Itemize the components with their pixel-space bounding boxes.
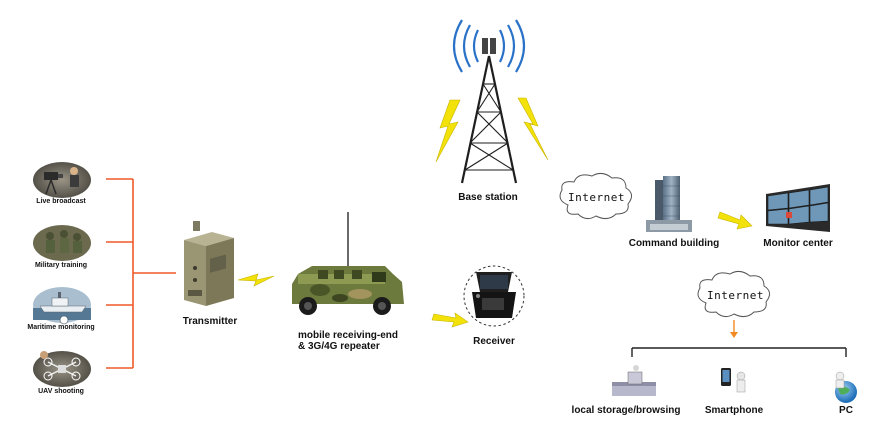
smartphone-device [721, 368, 746, 393]
cloud-upper [559, 172, 632, 220]
label-vehicle: mobile receiving-end& 3G/4G repeater [298, 330, 399, 352]
label-receiver: Receiver [473, 336, 515, 347]
source-military-training [33, 225, 91, 261]
distribution-bracket [631, 320, 847, 357]
ship-icon [39, 305, 87, 313]
label-maritime-monitoring: Maritime monitoring [27, 324, 95, 331]
signal-waves-icon [452, 19, 526, 73]
receiver-device [463, 265, 525, 327]
label-monitor-center: Monitor center [763, 238, 833, 249]
local-storage-device [612, 365, 656, 396]
bolt-icon [517, 97, 549, 161]
camera-icon [44, 172, 58, 180]
flow-arrows [431, 211, 753, 328]
base-station-tower [452, 19, 526, 184]
command-building [646, 176, 692, 232]
label-military-training: Military training [34, 262, 88, 269]
cloud-upper-label: Internet [568, 191, 625, 204]
source-maritime-monitoring [33, 287, 91, 325]
cloud-lower-label: Internet [707, 289, 764, 302]
pc-device [835, 371, 857, 403]
label-command-building: Command building [628, 238, 720, 249]
wireless-bolts [237, 97, 549, 287]
monitor-wall [766, 184, 830, 232]
label-pc: PC [839, 405, 853, 416]
bolt-icon [237, 273, 275, 287]
label-base-station: Base station [458, 192, 518, 203]
arrow-icon [431, 312, 469, 328]
live-broadcast-photo [33, 162, 91, 198]
arrow-icon [717, 211, 753, 230]
label-transmitter: Transmitter [182, 316, 238, 327]
label-local-storage: local storage/browsing [571, 405, 681, 416]
label-smartphone: Smartphone [704, 405, 764, 416]
down-arrow-icon [730, 332, 738, 338]
mobile-repeater-vehicle [292, 212, 404, 315]
bolt-icon [435, 99, 461, 163]
source-uav-shooting [33, 351, 91, 387]
source-connector [106, 178, 176, 369]
source-live-broadcast [33, 162, 91, 198]
label-uav-shooting: UAV shooting [38, 388, 84, 395]
cloud-lower [697, 270, 770, 318]
transmitter-device [184, 221, 234, 306]
label-live-broadcast: Live broadcast [36, 198, 86, 205]
